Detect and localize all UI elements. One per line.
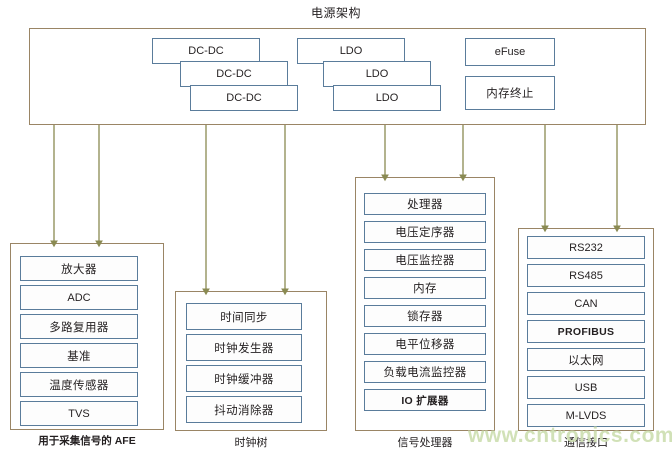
clock-item-jitter-cleaner[interactable]: 抖动消除器: [186, 396, 302, 423]
sp-item-memory[interactable]: 内存: [364, 277, 486, 299]
sp-item-level-shifter[interactable]: 电平位移器: [364, 333, 486, 355]
power-node-dcdc-3[interactable]: DC-DC: [190, 85, 298, 111]
comm-item-mlvds[interactable]: M-LVDS: [527, 404, 645, 427]
power-node-memory-termination[interactable]: 内存终止: [465, 76, 555, 110]
sp-item-latch[interactable]: 锁存器: [364, 305, 486, 327]
sp-item-voltage-monitor[interactable]: 电压监控器: [364, 249, 486, 271]
clock-item-clock-generator[interactable]: 时钟发生器: [186, 334, 302, 361]
power-node-efuse[interactable]: eFuse: [465, 38, 555, 66]
power-node-ldo-1[interactable]: LDO: [297, 38, 405, 64]
afe-item-multiplexer[interactable]: 多路复用器: [20, 314, 138, 339]
page-title: 电源架构: [310, 6, 361, 20]
group-caption-comm-interface: 通信接口: [564, 437, 608, 449]
sp-item-processor[interactable]: 处理器: [364, 193, 486, 215]
comm-item-ethernet[interactable]: 以太网: [527, 348, 645, 371]
afe-item-reference[interactable]: 基准: [20, 343, 138, 368]
power-node-dcdc-2[interactable]: DC-DC: [180, 61, 288, 87]
power-node-dcdc-1[interactable]: DC-DC: [152, 38, 260, 64]
clock-item-time-sync[interactable]: 时间同步: [186, 303, 302, 330]
afe-item-tvs[interactable]: TVS: [20, 401, 138, 426]
comm-item-profibus[interactable]: PROFIBUS: [527, 320, 645, 343]
power-node-ldo-3[interactable]: LDO: [333, 85, 441, 111]
afe-item-temperature-sensor[interactable]: 温度传感器: [20, 372, 138, 397]
comm-item-can[interactable]: CAN: [527, 292, 645, 315]
group-caption-clock-tree: 时钟树: [234, 437, 268, 449]
sp-item-load-current-monitor[interactable]: 负载电流监控器: [364, 361, 486, 383]
sp-item-voltage-sequencer[interactable]: 电压定序器: [364, 221, 486, 243]
sp-item-io-expander[interactable]: IO 扩展器: [364, 389, 486, 411]
comm-item-rs232[interactable]: RS232: [527, 236, 645, 259]
comm-item-usb[interactable]: USB: [527, 376, 645, 399]
group-frame-signal-processor: [355, 177, 495, 431]
group-caption-signal-processor: 信号处理器: [397, 437, 453, 449]
clock-item-clock-buffer[interactable]: 时钟缓冲器: [186, 365, 302, 392]
afe-item-amplifier[interactable]: 放大器: [20, 256, 138, 281]
power-node-ldo-2[interactable]: LDO: [323, 61, 431, 87]
group-caption-afe: 用于采集信号的 AFE: [38, 435, 136, 447]
comm-item-rs485[interactable]: RS485: [527, 264, 645, 287]
afe-item-adc[interactable]: ADC: [20, 285, 138, 310]
site-watermark: www.cntronics.com: [468, 424, 672, 447]
